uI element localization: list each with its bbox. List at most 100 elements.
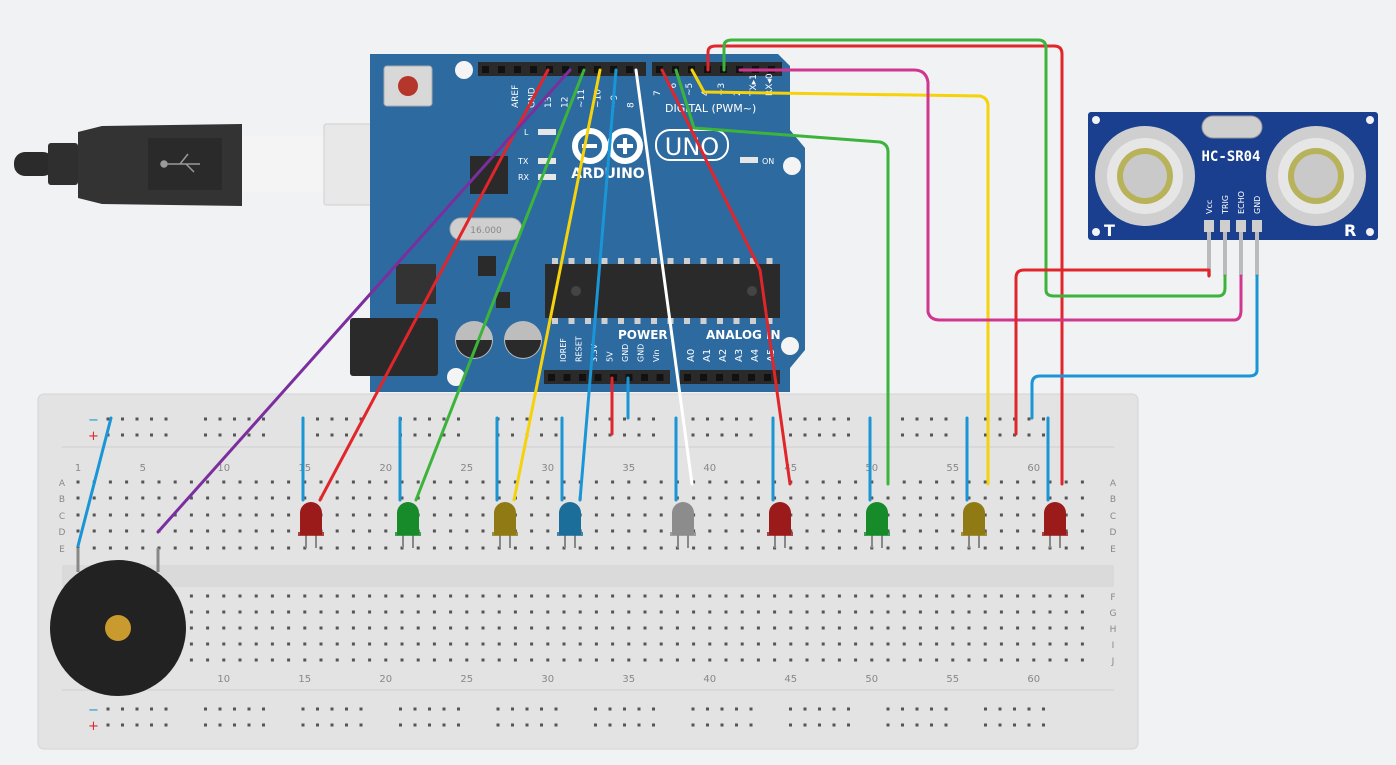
- row-letter: B: [1110, 495, 1116, 505]
- sensor-r-label: R: [1344, 221, 1356, 240]
- signal-wire-4: [706, 44, 1064, 486]
- signal-wire-7: [660, 68, 792, 486]
- signal-wire-13: [318, 68, 550, 502]
- rail-plus-bottom: +: [88, 719, 99, 734]
- sensor-pin-label: GND: [1253, 196, 1262, 214]
- echo-wire: [738, 68, 1243, 322]
- breadboard: 1510152025303540455055605101520253035404…: [37, 393, 1139, 750]
- column-number-bottom: 45: [784, 674, 797, 685]
- led-yellow: [961, 502, 987, 548]
- vcc-wire: [1014, 268, 1211, 436]
- power-pin-label: Vin: [652, 349, 661, 362]
- column-number-bottom: 55: [946, 674, 959, 685]
- column-number-top: 25: [460, 463, 473, 474]
- led-yellow: [492, 502, 518, 548]
- row-letter: I: [1112, 641, 1115, 651]
- row-letter: D: [59, 528, 66, 538]
- led-red: [298, 502, 324, 548]
- column-number-bottom: 50: [865, 674, 878, 685]
- digital-pin-label: ~5: [685, 83, 695, 96]
- signal-wire-5: [690, 68, 990, 486]
- analog-pin-label: A2: [718, 349, 729, 362]
- wires: [76, 38, 1259, 548]
- sensor-pin-label: TRIG: [1221, 195, 1230, 215]
- trig-wire: [722, 38, 1227, 298]
- digital-pin-label: 7: [653, 90, 663, 96]
- row-letter: D: [1110, 528, 1117, 538]
- ground-wire: [76, 416, 113, 548]
- analog-pin-label: A1: [702, 349, 713, 362]
- sensor-pin-label: Vcc: [1205, 200, 1214, 214]
- power-pin-label: 3.3V: [590, 343, 599, 362]
- model-text: UNO: [665, 133, 719, 161]
- digital-pin-label: ~11: [577, 89, 587, 108]
- power-pin-label: 5V: [606, 351, 615, 362]
- transmitter-transducer: [1095, 126, 1195, 226]
- usb-icon: [160, 153, 200, 173]
- gnd-wire-sensor: [1030, 274, 1259, 420]
- column-number-top: 15: [298, 463, 311, 474]
- power-pin-label: GND: [637, 344, 646, 362]
- row-letter: B: [59, 495, 65, 505]
- analog-pin-label: A4: [750, 349, 761, 362]
- led-green: [395, 502, 421, 548]
- row-letter: C: [1110, 512, 1116, 522]
- column-number-bottom: 30: [541, 674, 554, 685]
- led-blue: [557, 502, 583, 548]
- power-pin-label: GND: [621, 344, 630, 362]
- breadboard-labels: 1510152025303540455055605101520253035404…: [59, 463, 1117, 685]
- column-number-top: 30: [541, 463, 554, 474]
- column-number-bottom: 20: [379, 674, 392, 685]
- column-number-top: 50: [865, 463, 878, 474]
- crystal-label: 16.000: [470, 226, 502, 236]
- digital-pin-label: 8: [627, 102, 637, 108]
- column-number-top: 40: [703, 463, 716, 474]
- on-label: ON: [762, 157, 774, 166]
- signal-wire-11: [414, 68, 586, 502]
- column-number-bottom: 10: [217, 674, 230, 685]
- sensor-model: HC-SR04: [1201, 149, 1260, 165]
- column-number-top: 45: [784, 463, 797, 474]
- power-pin-label: IOREF: [559, 338, 568, 362]
- led-red: [1042, 502, 1068, 548]
- digital-pin-label: ~3: [717, 83, 727, 96]
- analog-label: ANALOG IN: [706, 328, 781, 342]
- column-number-top: 5: [140, 463, 146, 474]
- sensor-pin-label: ECHO: [1237, 191, 1246, 214]
- signal-wire-buzzer: [156, 68, 572, 534]
- row-letter: A: [59, 479, 66, 489]
- led-white: [670, 502, 696, 548]
- receiver-transducer: [1266, 126, 1366, 226]
- led-green: [864, 502, 890, 548]
- digital-pin-label: 12: [561, 97, 571, 108]
- column-number-top: 1: [75, 463, 81, 474]
- signal-wire-6: [674, 68, 890, 486]
- column-number-bottom: 15: [298, 674, 311, 685]
- rail-plus-top: +: [88, 429, 99, 444]
- digital-pin-label: RX◂0: [765, 73, 775, 96]
- rx-label: RX: [518, 173, 530, 182]
- led-red: [767, 502, 793, 548]
- tx-label: TX: [517, 157, 529, 166]
- leds: [298, 502, 1068, 548]
- power-pin-label: RESET: [575, 336, 584, 362]
- hc-sr04-sensor: HC-SR04 T R Vcc TRIG ECHO GND: [1088, 112, 1378, 276]
- row-letter: E: [59, 545, 65, 555]
- column-number-top: 10: [217, 463, 230, 474]
- row-letter: A: [1110, 479, 1117, 489]
- digital-pin-label: ~6: [669, 82, 679, 96]
- digital-pin-label: 13: [544, 97, 554, 108]
- column-number-bottom: 60: [1027, 674, 1040, 685]
- digital-pin-label: ~9: [610, 94, 620, 108]
- sensor-t-label: T: [1104, 221, 1115, 240]
- row-letter: E: [1110, 545, 1116, 555]
- column-number-bottom: 40: [703, 674, 716, 685]
- rail-minus-bottom: −: [88, 703, 99, 718]
- column-number-top: 35: [622, 463, 635, 474]
- row-letter: F: [1110, 593, 1115, 603]
- row-letter: C: [59, 512, 65, 522]
- digital-pin-label: ~10: [594, 89, 604, 108]
- digital-pin-label: TX▸1: [749, 74, 759, 97]
